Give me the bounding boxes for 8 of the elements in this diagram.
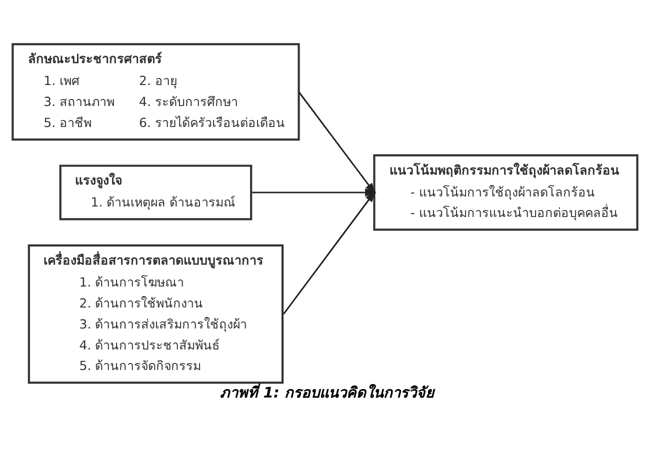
node-box: เครื่องมือสื่อสารการตลาดแบบบูรณาการ 1. ด้านการโฆษณา 2. ด้านการใช้พนักงาน 3. ด้านการส่งเสริมการใช้ถุงผ้า 4. ด้านการประชาสัมพันธ์ 5. ด้านการจัดกิจกรรม — [28, 244, 284, 384]
node-box: แนวโน้มพฤติกรรมการใช้ถุงผ้าลดโลกร้อน - แนวโน้มการใช้ถุงผ้าลดโลกร้อน - แนวโน้มการแนะนำบอกต่อบุคคลอื่น — [373, 154, 638, 230]
arrow — [252, 188, 377, 196]
caption: ภาพที่ 1: กรอบแนวคิดในการวิจัย — [220, 384, 434, 402]
arrow — [282, 190, 376, 314]
node-box: ลักษณะประชากรศาสตร์ 1. เพศ 2. อายุ 3. สถานภาพ 4. ระดับการศึกษา 5. อาชีพ 6. รายได้ครัวเรือนต่อเดือน — [12, 42, 300, 140]
arrow — [298, 90, 376, 194]
node-box: แรงจูงใจ 1. ด้านเหตุผล ด้านอารมณ์ — [59, 164, 252, 220]
